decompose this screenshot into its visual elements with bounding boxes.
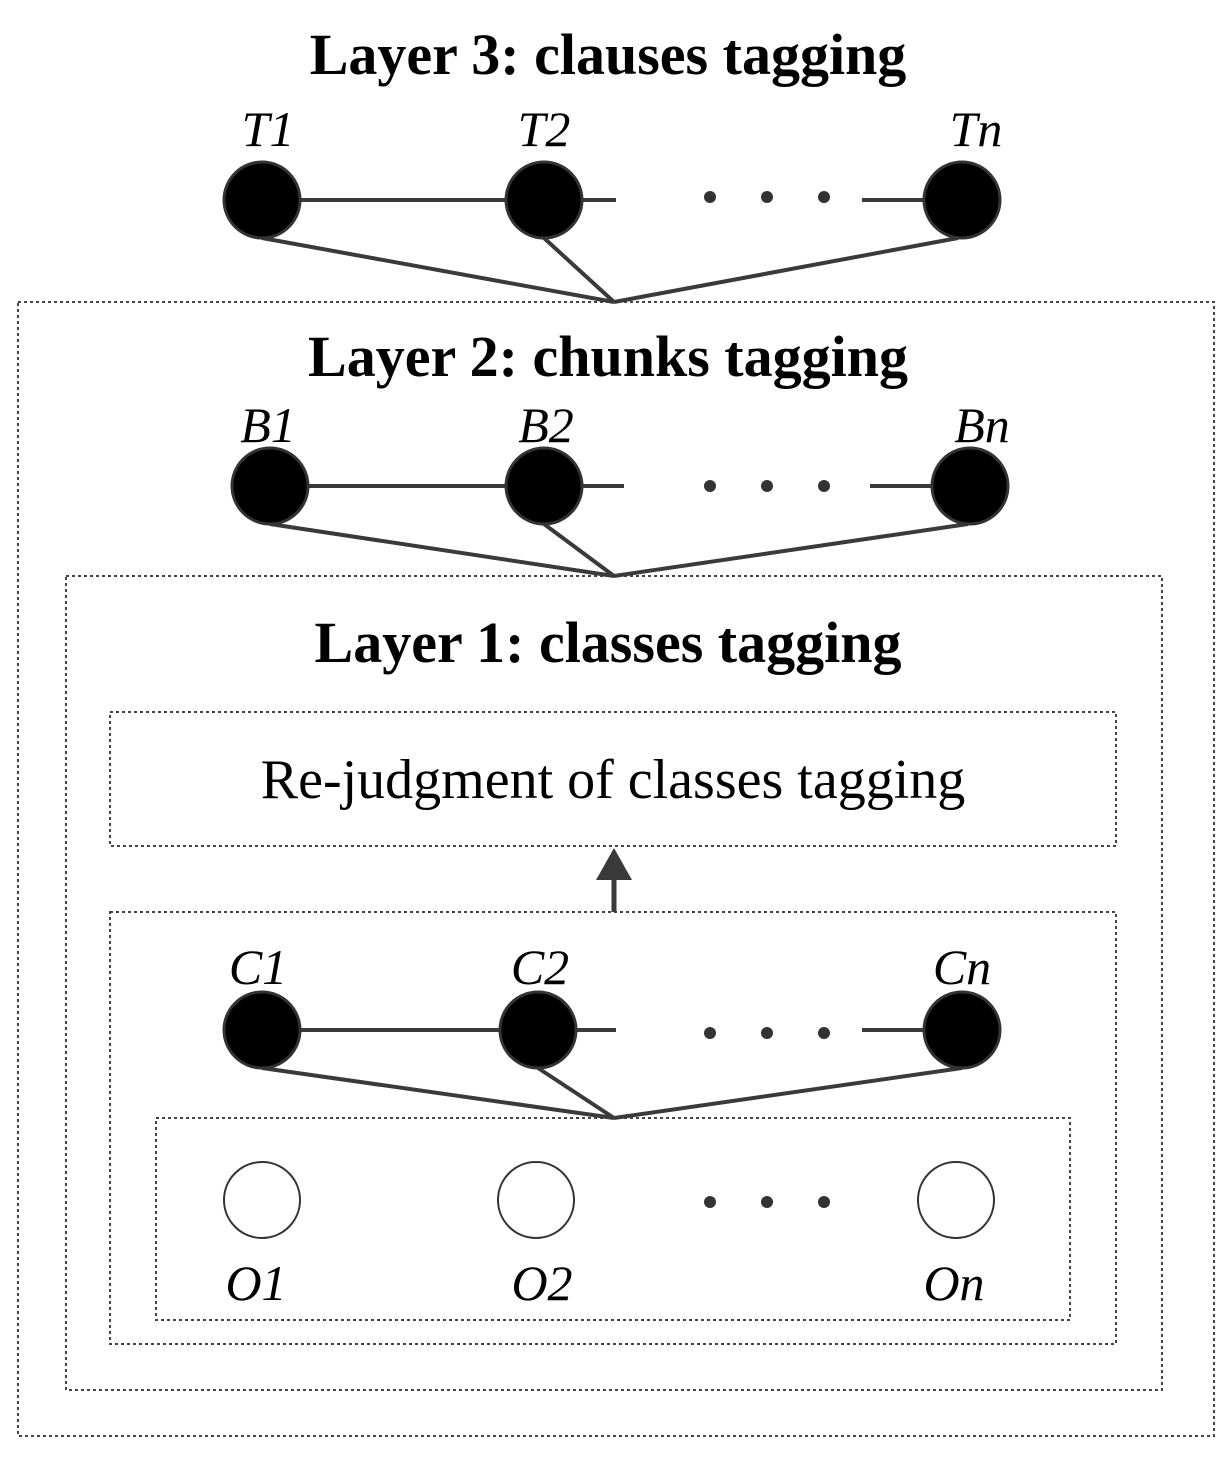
node-label-tn: Tn <box>950 101 1003 157</box>
edge-c1-down <box>261 1066 615 1120</box>
node-label-bn: Bn <box>954 397 1010 453</box>
layer2-container <box>17 301 1215 1437</box>
ellipsis-layer2 <box>704 480 830 492</box>
node-o1 <box>223 1161 301 1239</box>
node-bn <box>930 446 1010 526</box>
node-t2 <box>504 160 584 240</box>
node-c1 <box>222 990 302 1070</box>
layer3-title: Layer 3: clauses tagging <box>310 22 907 87</box>
node-label-t2: T2 <box>518 101 571 157</box>
ellipsis-layer3 <box>704 191 830 203</box>
node-label-t1: T1 <box>242 101 295 157</box>
node-label-o1: O1 <box>225 1255 286 1311</box>
ellipsis-observations <box>704 1196 830 1208</box>
node-label-b2: B2 <box>518 397 574 453</box>
node-label-cn: Cn <box>933 939 991 995</box>
node-cn <box>922 990 1002 1070</box>
node-t1 <box>222 160 302 240</box>
node-tn <box>922 160 1002 240</box>
node-o2 <box>497 1161 575 1239</box>
node-b2 <box>504 446 584 526</box>
ellipsis-classes <box>704 1027 830 1039</box>
node-label-c1: C1 <box>229 939 287 995</box>
node-label-o2: O2 <box>511 1255 572 1311</box>
class-tagging-box <box>109 911 1117 1345</box>
node-label-c2: C2 <box>511 939 569 995</box>
edge-b1-down <box>269 522 615 578</box>
node-label-on: On <box>923 1255 984 1311</box>
layer2-title: Layer 2: chunks tagging <box>308 324 908 389</box>
edge-b2-down <box>542 522 616 578</box>
edge-t2-down <box>542 236 616 304</box>
edge-tn-down <box>613 236 959 304</box>
edge-cn-down <box>613 1066 963 1120</box>
edge-t1-down <box>261 236 615 304</box>
node-label-b1: B1 <box>240 397 296 453</box>
edge-bn-down <box>613 522 969 578</box>
layer1-title: Layer 1: classes tagging <box>315 610 902 675</box>
rejudgment-label: Re-judgment of classes tagging <box>261 749 966 811</box>
node-c2 <box>498 990 578 1070</box>
node-on <box>917 1161 995 1239</box>
edge-c2-down <box>536 1066 616 1120</box>
arrow-head <box>596 848 632 880</box>
node-b1 <box>230 446 310 526</box>
